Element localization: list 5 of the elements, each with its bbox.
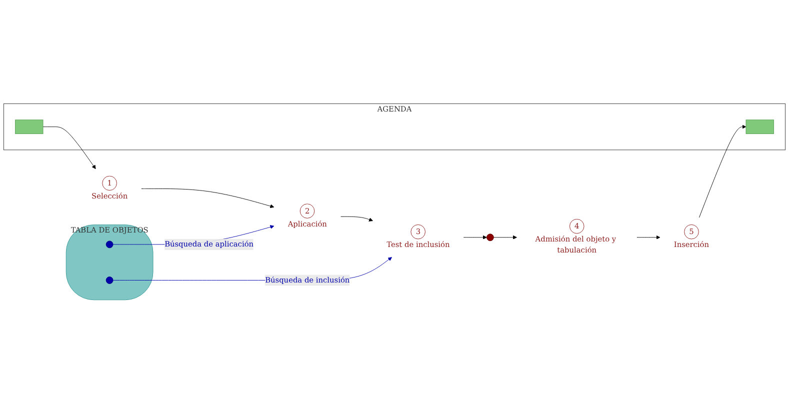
node-circle: [486, 233, 494, 241]
node-bar: [15, 119, 44, 134]
node-bar: [746, 119, 774, 134]
node-circle: [106, 276, 114, 284]
node-circle: [106, 240, 114, 248]
